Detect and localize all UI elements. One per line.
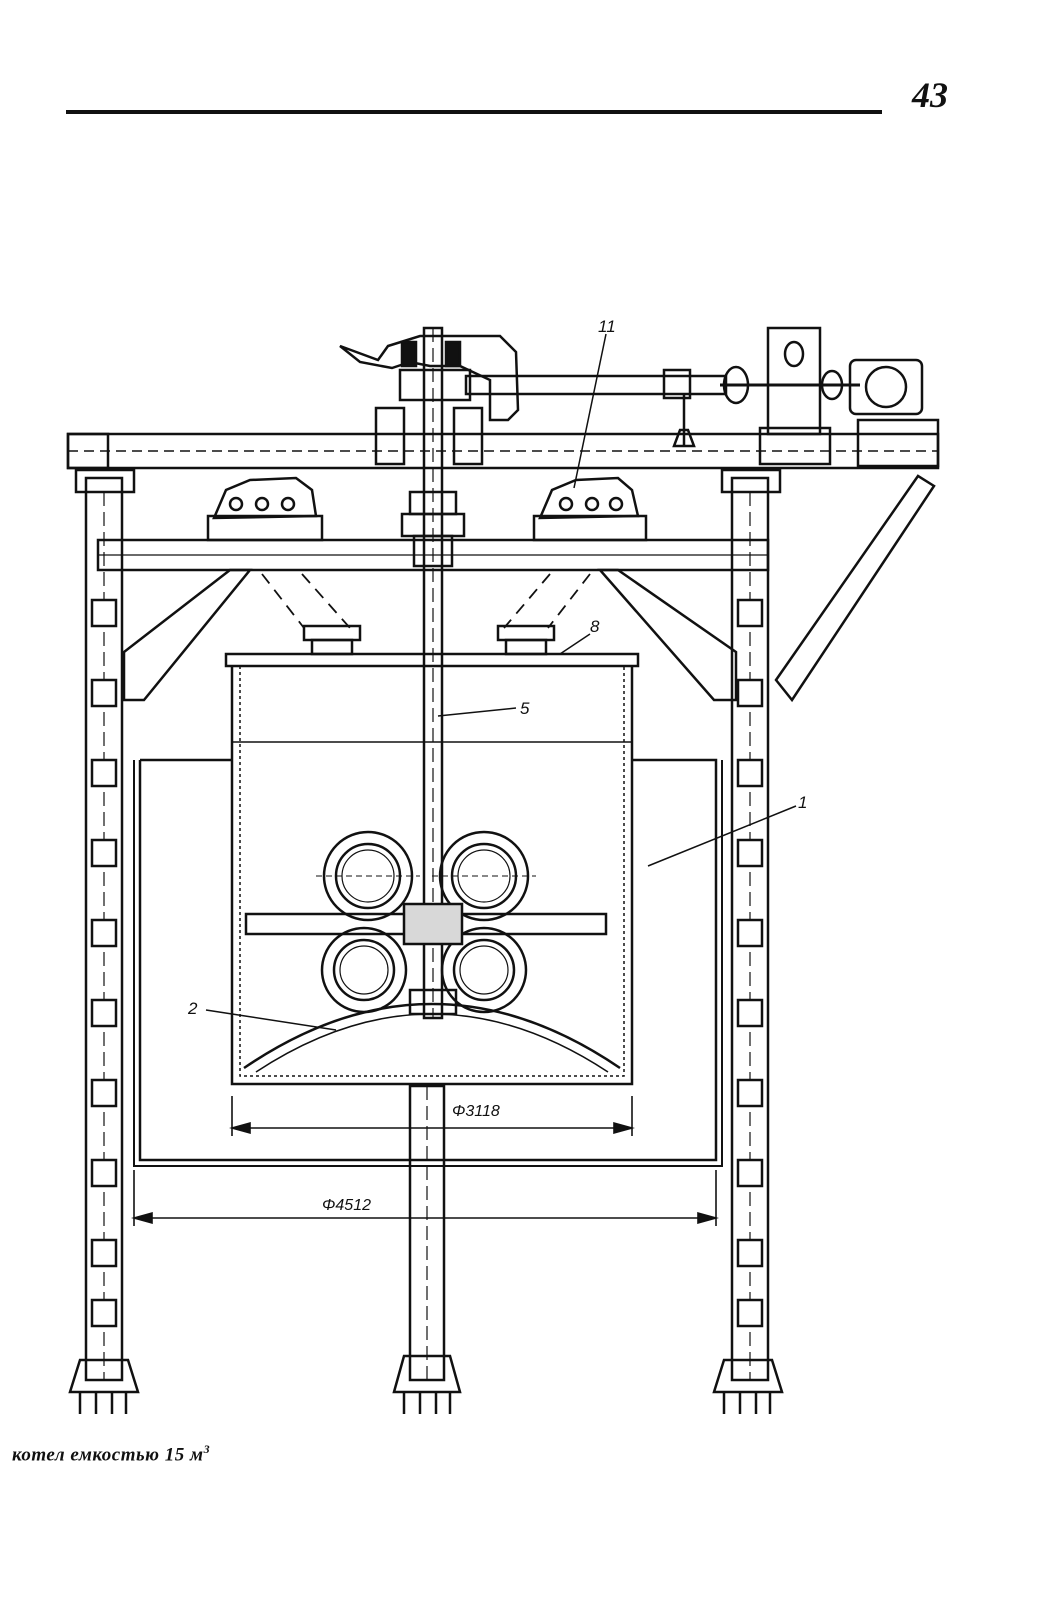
callout-8: 8 [590,617,600,636]
column-left [68,468,140,1414]
lid-nozzles [302,624,556,656]
page-number: 43 [912,75,948,115]
column-right [712,468,784,1414]
outer-jacket [133,758,723,1167]
dimension-outer-diameter: Φ4512 [322,1197,371,1214]
drive-shaft [464,368,728,448]
drive-motor [720,326,940,468]
agitator-rollers [244,830,608,1016]
bottom-post [392,1084,462,1414]
figure-caption: котел емкостью 15 м3 [12,1442,210,1466]
inner-vessel [224,652,640,1086]
callout-leaders [205,333,797,1031]
caption-text: котел емкостью 15 м [12,1444,204,1466]
handwheel-housing [339,334,520,466]
dimension-lines [131,1096,719,1226]
callout-11: 11 [598,317,616,336]
feeder-right [532,476,648,542]
caption-superscript: 3 [203,1442,211,1456]
callout-2: 2 [187,999,198,1018]
header-rule [66,110,882,114]
feed-chutes [261,573,591,629]
feeder-left [206,476,324,542]
frame-braces [122,474,936,703]
central-shaft [400,326,466,1020]
callout-1: 1 [798,793,807,812]
callout-5: 5 [520,699,530,718]
dimension-inner-diameter: Φ3118 [452,1103,500,1120]
